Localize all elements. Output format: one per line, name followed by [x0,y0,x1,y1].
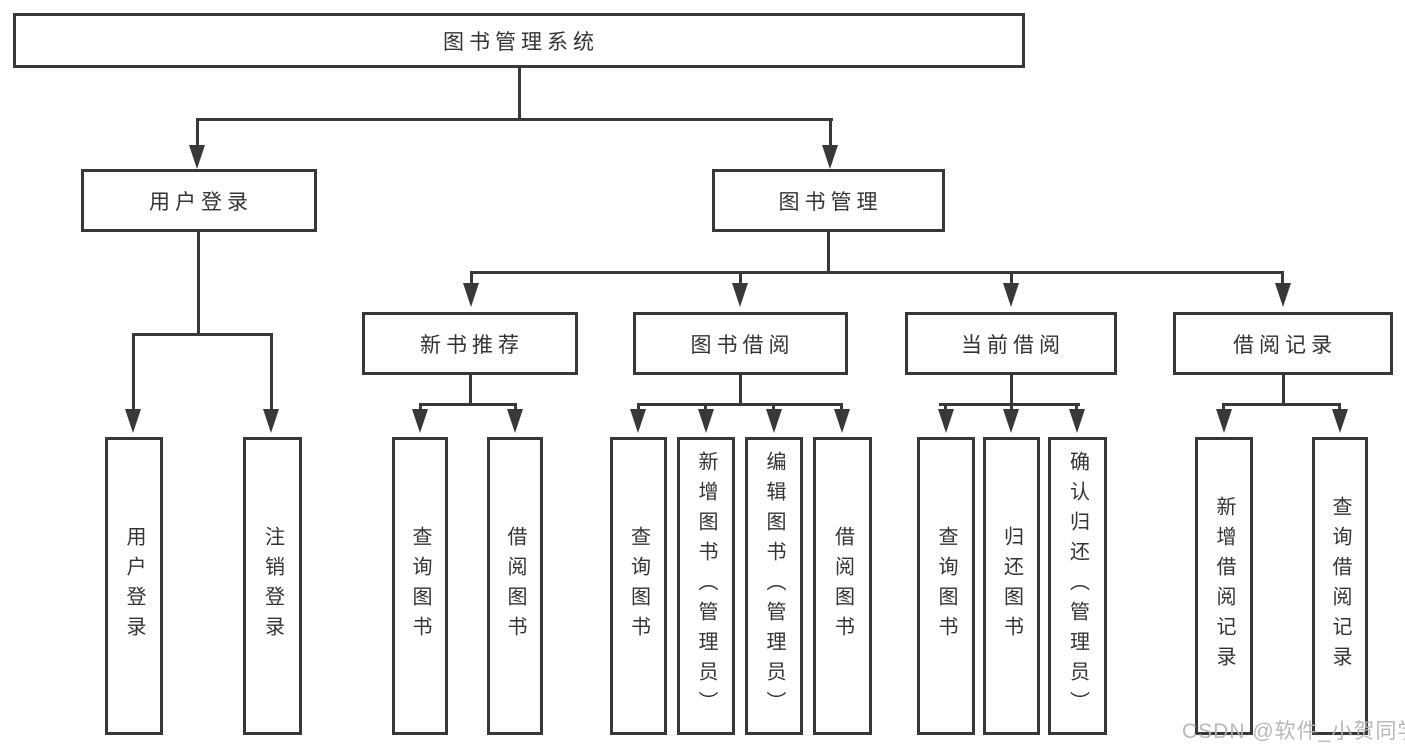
leaf-node-label: 查询借阅记录 [1329,496,1351,676]
section-node-label: 新书推荐 [420,333,524,357]
connector-line [197,232,200,336]
leaf-node-label: 借阅图书 [831,526,854,646]
leaf-node-query-books-3: 查询图书 [917,437,975,735]
connector-line [944,403,947,413]
leaf-node-label: 查询图书 [627,526,650,646]
leaf-node-logout: 注销登录 [243,437,302,735]
connector-line [196,118,199,148]
branch-node-label: 图书管理 [778,190,883,214]
leaf-node-label: 查询图书 [409,526,431,646]
connector-line [939,403,1080,406]
leaf-node-borrow-books-2: 借阅图书 [813,437,872,735]
leaf-node-label: 查询图书 [935,526,957,646]
arrowhead-down-icon [1216,409,1232,433]
arrowhead-down-icon [766,409,782,433]
connector-line [470,271,1284,274]
leaf-node-label: 注销登录 [261,526,284,646]
arrowhead-down-icon [263,409,279,433]
leaf-node-query-books-2: 查询图书 [610,437,667,735]
connector-line [1222,403,1225,413]
connector-line [1282,375,1285,406]
branch-node-book-management: 图书管理 [712,169,945,232]
leaf-node-label: 新增图书（管理员） [695,451,717,721]
arrowhead-down-icon [125,409,141,433]
connector-line [739,375,742,406]
connector-line [1010,403,1013,413]
root-node: 图书管理系统 [13,13,1025,68]
leaf-node-query-borrow-record: 查询借阅记录 [1312,437,1368,735]
leaf-node-label: 确认归还（管理员） [1066,451,1089,721]
connector-line [637,403,640,413]
arrowhead-down-icon [189,145,205,169]
connector-line [1010,271,1013,287]
leaf-node-confirm-return-admin: 确认归还（管理员） [1048,437,1107,735]
connector-line [1281,271,1284,287]
connector-line [514,403,517,413]
connector-line [270,333,273,412]
connector-line [132,333,135,412]
section-node-borrow-records: 借阅记录 [1173,312,1393,375]
arrowhead-down-icon [630,409,646,433]
connector-line [1222,403,1341,406]
connector-line [637,403,843,406]
leaf-node-edit-book-admin: 编辑图书（管理员） [745,437,803,735]
section-node-label: 图书借阅 [690,333,795,357]
section-node-book-borrow: 图书借阅 [633,312,848,375]
connector-line [1338,403,1341,413]
connector-line [827,232,830,274]
arrowhead-down-icon [1003,283,1019,307]
connector-line [840,403,843,413]
connector-line [1075,403,1078,413]
leaf-node-label: 新增借阅记录 [1213,496,1235,676]
root-node-label: 图书管理系统 [443,30,599,54]
leaf-node-query-books-1: 查询图书 [392,437,448,735]
arrowhead-down-icon [1003,409,1019,433]
leaf-node-label: 借阅图书 [504,526,526,646]
arrowhead-down-icon [834,409,850,433]
leaf-node-user-login: 用户登录 [105,437,163,735]
section-node-label: 当前借阅 [961,333,1065,357]
arrowhead-down-icon [1275,283,1291,307]
arrowhead-down-icon [463,283,479,307]
connector-line [196,118,833,121]
leaf-node-return-book: 归还图书 [983,437,1040,735]
section-node-new-book-recommend: 新书推荐 [362,312,578,375]
connector-line [419,403,517,406]
leaf-node-label: 用户登录 [123,526,145,646]
connector-line [470,271,473,287]
arrowhead-down-icon [732,283,748,307]
csdn-watermark: CSDN @软件_小贺同学 [1182,720,1405,743]
arrowhead-down-icon [698,409,714,433]
connector-line [1010,375,1013,406]
connector-line [772,403,775,413]
leaf-node-label: 归还图书 [1000,526,1023,646]
arrowhead-down-icon [412,409,428,433]
arrowhead-down-icon [507,409,523,433]
arrowhead-down-icon [1069,409,1085,433]
leaf-node-borrow-books-1: 借阅图书 [487,437,543,735]
connector-line [132,333,273,336]
connector-line [518,66,521,120]
connector-line [704,403,707,413]
arrowhead-down-icon [938,409,954,433]
branch-node-user-login: 用户登录 [81,169,317,232]
section-node-label: 借阅记录 [1233,333,1337,357]
connector-line [419,403,422,413]
connector-line [829,118,832,148]
arrowhead-down-icon [1332,409,1348,433]
branch-node-label: 用户登录 [149,190,253,214]
section-node-current-borrow: 当前借阅 [905,312,1117,375]
leaf-node-label: 编辑图书（管理员） [763,451,785,721]
leaf-node-add-book-admin: 新增图书（管理员） [677,437,735,735]
connector-line [469,375,472,406]
arrowhead-down-icon [822,145,838,169]
leaf-node-add-borrow-record: 新增借阅记录 [1195,437,1253,735]
connector-line [739,271,742,287]
